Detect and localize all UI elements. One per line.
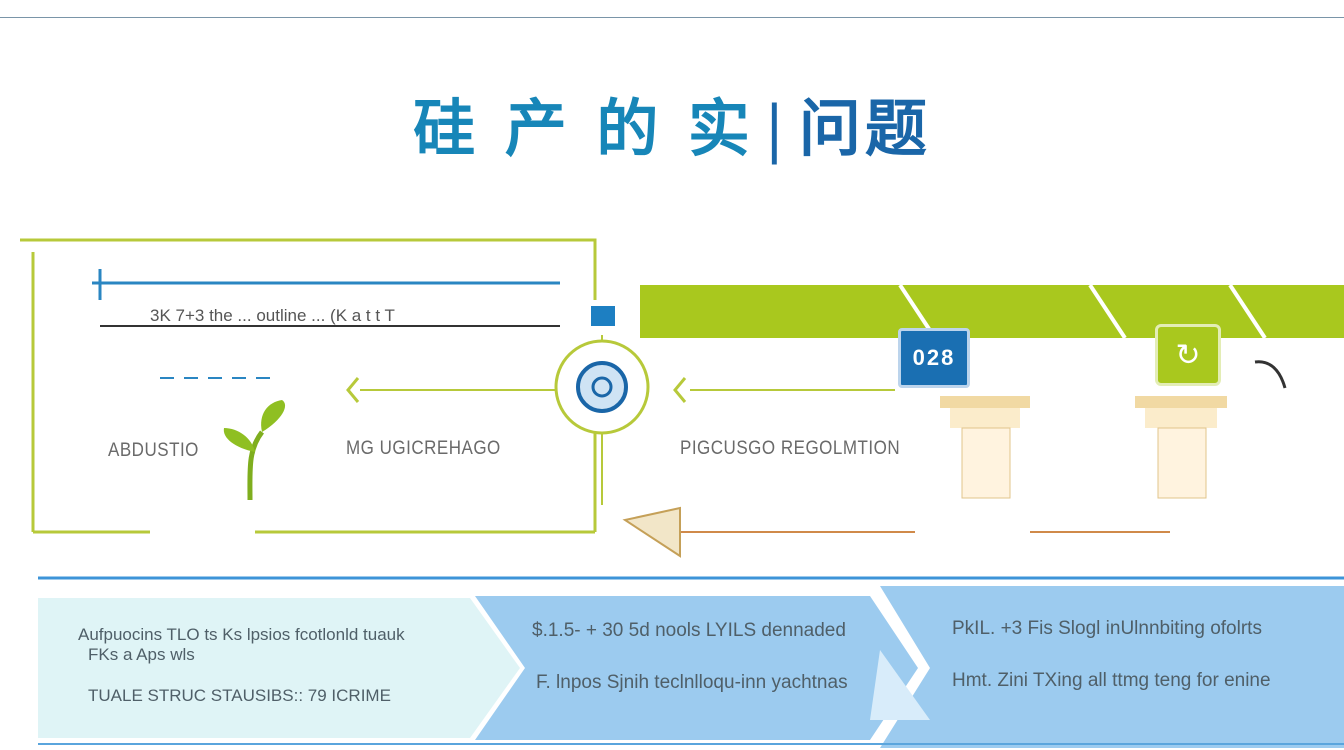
banner-cell-2-bg [475, 596, 918, 740]
left-frame [20, 238, 597, 534]
bottom-banner [0, 570, 1344, 750]
middle-label: MG UGICREHAGO [346, 436, 501, 459]
left-label: ABDUSTIO [108, 438, 199, 461]
hook-icon [1254, 360, 1287, 389]
node-square [591, 306, 615, 326]
funnel-arrow-head [622, 506, 681, 558]
pillar-left [940, 396, 1030, 499]
lime-ribbon [640, 283, 1344, 340]
pillar-right [1135, 396, 1227, 499]
banner-cell-2-line2: F. lnpos Sjnih teclnlloqu-inn yachtnas [536, 672, 848, 693]
frame-top-edge [20, 238, 597, 300]
title-suffix: 问题 [798, 92, 931, 165]
banner-cell-1-bg [38, 598, 520, 738]
chevron-left-2 [673, 377, 687, 403]
chevron-left-1 [346, 377, 360, 403]
banner-cell-3-line2: Hmt. Zini TXing all ttmg teng for enine [952, 670, 1271, 691]
refresh-icon: ↻ [1155, 324, 1221, 386]
badge-028: 028 [898, 328, 970, 388]
top-caption: 3K 7+3 the ... outline ... (K a t t T [150, 306, 395, 325]
banner-accent [870, 650, 930, 720]
central-circle-node [554, 335, 650, 505]
banner-cell-1-line3: TUALE STRUC STAUSIBS:: 79 ICRIME [88, 686, 391, 705]
banner-cell-1-line2: FKs a Aps wls [88, 645, 195, 664]
title-separator: | [763, 92, 789, 165]
banner-cell-1-line1: Aufpuocins TLO ts Ks lpsios fcotlonld tu… [78, 625, 405, 644]
top-divider-line [0, 17, 1344, 18]
right-label: PIGCUSGO REGOLMTION [680, 436, 901, 459]
sprout-icon [223, 400, 286, 501]
banner-cell-3-line1: PkIL. +3 Fis Slogl inUlnnbiting ofolrts [952, 618, 1262, 639]
page-title: 硅 产 的 实|问题 [0, 78, 1344, 168]
banner-cell-2-line1: $.1.5- + 30 5d nools LYILS dennaded [532, 620, 846, 641]
title-main: 硅 产 的 实 [413, 92, 754, 165]
banner-cell-3-bg [880, 586, 1344, 748]
